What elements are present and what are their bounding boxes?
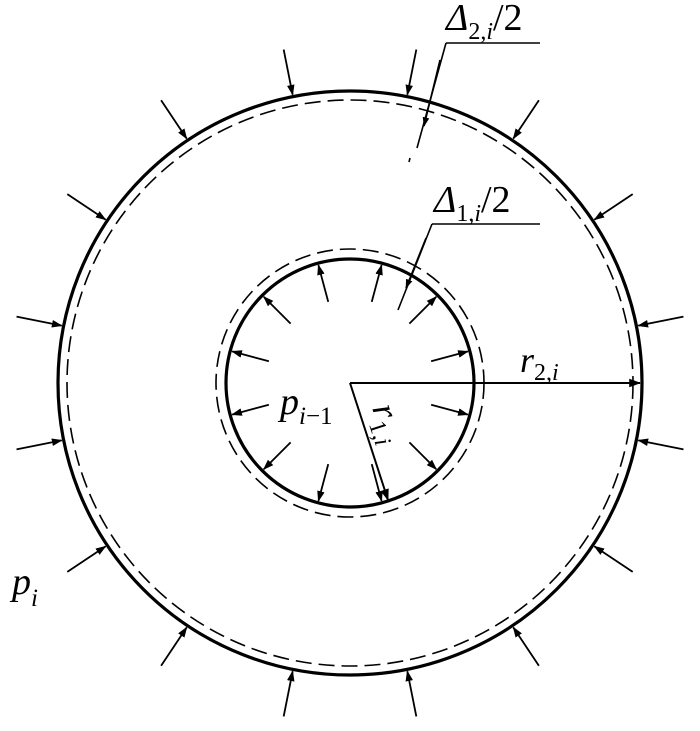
outer-pressure-arrow — [160, 626, 188, 667]
delta2-label: Δ2,i/2 — [444, 0, 523, 45]
radius-r1-line — [349, 382, 389, 502]
outer-pressure-arrow — [160, 99, 188, 140]
outer-pressure-arrow — [282, 49, 295, 96]
r1-label: r1,i — [359, 398, 415, 449]
outer-pressure-arrow — [16, 315, 63, 328]
outer-pressure-arrow — [66, 193, 107, 221]
outer-pressure-arrow — [593, 545, 634, 573]
inner-pressure-arrow — [317, 264, 330, 303]
inner-pressure-arrows — [231, 264, 469, 502]
outer-pressure-arrow — [637, 315, 684, 328]
outer-pressure-arrow — [637, 438, 684, 451]
inner-pressure-arrow — [262, 295, 292, 325]
delta2-tick — [408, 157, 411, 163]
outer-pressure-label: pi — [9, 561, 38, 612]
outer-pressure-arrow — [282, 670, 295, 717]
outer-pressure-arrows — [16, 49, 684, 717]
inner-pressure-arrow — [231, 403, 270, 416]
inner-pressure-arrow — [317, 463, 330, 502]
outer-pressure-arrow — [512, 626, 540, 667]
inner-pressure-arrow — [262, 441, 292, 471]
outer-pressure-arrow — [593, 193, 634, 221]
outer-circle — [56, 89, 644, 677]
delta2-arrow — [422, 59, 441, 127]
delta1-label: Δ1,i/2 — [432, 179, 511, 227]
outer-pressure-arrow — [16, 438, 63, 451]
inner-pressure-label: pi−1 — [277, 381, 333, 430]
inner-pressure-arrow — [370, 264, 383, 303]
inner-pressure-arrow — [408, 295, 438, 325]
outer-pressure-arrow — [405, 670, 418, 717]
outer-pressure-arrow — [66, 545, 107, 573]
inner-pressure-arrow — [231, 350, 270, 363]
inner-pressure-arrow — [430, 403, 469, 416]
delta1-arrow — [405, 237, 427, 289]
outer-pressure-arrow — [405, 49, 418, 96]
inner-pressure-arrow — [408, 441, 438, 471]
r2-label: r2,i — [520, 340, 559, 386]
inner-pressure-arrow — [430, 350, 469, 363]
inner-pressure-arrow — [370, 463, 383, 502]
outer-pressure-arrow — [512, 99, 540, 140]
